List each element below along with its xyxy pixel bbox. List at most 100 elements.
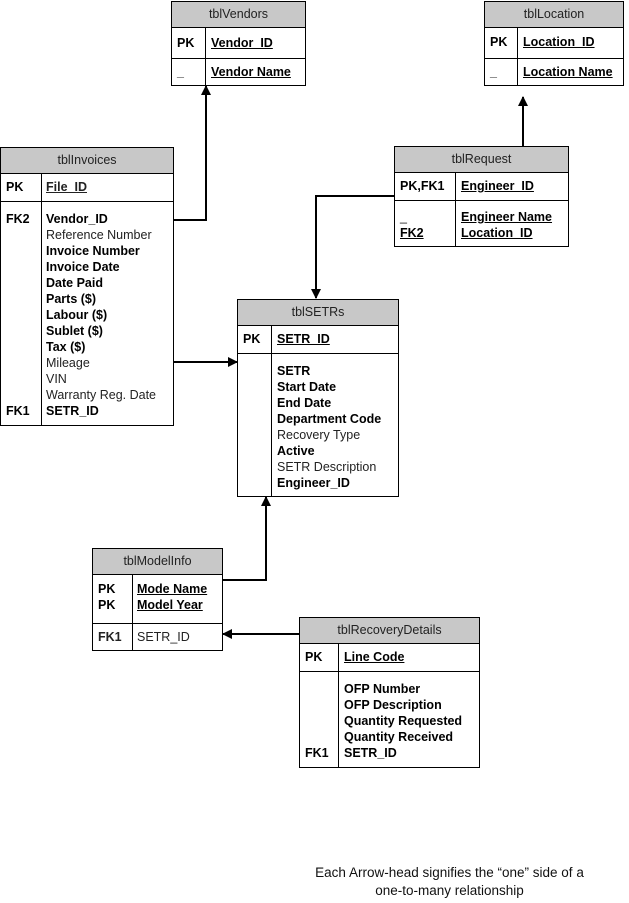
field-setr-id: SETR_ID <box>137 630 190 644</box>
key-label <box>6 307 30 323</box>
field-tax: Tax ($) <box>46 340 86 354</box>
pk-section: PK Line Code <box>300 644 479 671</box>
table-title: tblVendors <box>172 2 305 28</box>
field-location-id: Location_ID <box>461 226 533 240</box>
field-setr-id: SETR_ID <box>344 746 397 760</box>
field-sublet: Sublet ($) <box>46 324 103 338</box>
field-reference-number: Reference Number <box>46 228 152 242</box>
key-label <box>6 323 30 339</box>
key-label: PK <box>6 180 24 194</box>
field-location-id: Location_ID <box>523 35 595 49</box>
field-start-date: Start Date <box>277 380 337 394</box>
field-date-paid: Date Paid <box>46 276 103 290</box>
field-setr-id: SETR_ID <box>46 404 99 418</box>
table-title: tblSETRs <box>238 300 398 326</box>
table-title: tblRecoveryDetails <box>300 618 479 644</box>
field-column: OFP Number OFP Description Quantity Requ… <box>344 681 462 761</box>
field-quantity-requested: Quantity Requested <box>344 714 463 728</box>
table-title: tblInvoices <box>1 148 173 174</box>
connector-invoices-vendors <box>173 85 211 221</box>
field-mileage: Mileage <box>46 356 90 370</box>
key-label: _ <box>177 65 184 79</box>
field-engineer-id: Engineer_ID <box>277 476 350 490</box>
field-invoice-date: Invoice Date <box>46 260 120 274</box>
key-label: PK <box>490 35 508 49</box>
field-model-year: Model Year <box>137 598 203 612</box>
table-vendors[interactable]: tblVendors PK Vendor_ID _ Vendor Name <box>171 1 306 86</box>
field-quantity-received: Quantity Received <box>344 730 454 744</box>
table-request[interactable]: tblRequest PK,FK1 Engineer_ID _ FK2 Engi… <box>394 146 569 247</box>
key-label: FK1 <box>6 404 30 418</box>
diagram-caption: Each Arrow-head signifies the “one” side… <box>270 864 629 900</box>
key-label: PK <box>98 582 116 596</box>
field-column: Engineer Name Location_ID <box>461 209 552 241</box>
table-title: tblModelInfo <box>93 549 222 575</box>
key-label <box>6 355 30 371</box>
key-label: _ <box>400 210 407 224</box>
table-title: tblLocation <box>485 2 623 28</box>
key-label <box>305 713 329 729</box>
key-label <box>6 227 30 243</box>
field-active: Active <box>277 444 315 458</box>
table-location[interactable]: tblLocation PK Location_ID _ Location Na… <box>484 1 624 86</box>
key-label <box>305 697 329 713</box>
field-mode-name: Mode Name <box>137 582 208 596</box>
key-label <box>6 339 30 355</box>
body-section: FK2 FK1 Vendor_ID Reference Number Invoi… <box>1 201 173 425</box>
connector-request-setrs <box>311 195 395 299</box>
key-label: FK1 <box>98 630 122 644</box>
field-end-date: End Date <box>277 396 332 410</box>
field-setr-id: SETR_ID <box>277 332 330 346</box>
field-column: SETR Start Date End Date Department Code… <box>277 363 381 491</box>
key-label <box>305 681 329 697</box>
key-label <box>6 371 30 387</box>
field-engineer-name: Engineer Name <box>461 210 553 224</box>
key-label <box>305 729 329 745</box>
field-setr: SETR <box>277 364 311 378</box>
pk-section: PK SETR_ID <box>238 326 398 353</box>
body-section: FK1 OFP Number OFP Description Quantity … <box>300 671 479 767</box>
key-label: PK <box>177 36 195 50</box>
key-label <box>6 243 30 259</box>
table-invoices[interactable]: tblInvoices PK File_ID FK2 FK1 Vendor_ID… <box>0 147 174 426</box>
key-label <box>6 259 30 275</box>
field-vendor-id: Vendor_ID <box>46 212 108 226</box>
pk-section: PK File_ID <box>1 174 173 201</box>
field-ofp-description: OFP Description <box>344 698 442 712</box>
field-ofp-number: OFP Number <box>344 682 421 696</box>
field-location-name: Location Name <box>523 65 613 79</box>
key-label: PK <box>98 598 116 612</box>
field-setr-description: SETR Description <box>277 460 377 474</box>
field-labour: Labour ($) <box>46 308 108 322</box>
key-column: FK1 <box>305 681 329 761</box>
field-warranty-reg-date: Warranty Reg. Date <box>46 388 156 402</box>
table-recoverydetails[interactable]: tblRecoveryDetails PK Line Code FK1 OFP … <box>299 617 480 768</box>
key-column: PK PK <box>98 581 115 613</box>
body-section: FK1 SETR_ID <box>93 623 222 650</box>
field-vin: VIN <box>46 372 67 386</box>
field-file-id: File_ID <box>46 180 87 194</box>
key-label <box>6 275 30 291</box>
key-label: FK1 <box>305 746 329 760</box>
body-section: _ Vendor Name <box>172 58 305 85</box>
key-column: FK2 FK1 <box>6 211 30 419</box>
pk-section: PK Location_ID <box>485 28 623 58</box>
table-modelinfo[interactable]: tblModelInfo PK PK Mode Name Model Year … <box>92 548 223 651</box>
pk-section: PK,FK1 Engineer_ID <box>395 173 568 200</box>
key-label: FK2 <box>400 226 424 240</box>
field-invoice-number: Invoice Number <box>46 244 140 258</box>
field-department-code: Department Code <box>277 412 382 426</box>
table-setrs[interactable]: tblSETRs PK SETR_ID SETR Start Date End … <box>237 299 399 497</box>
key-label: PK <box>305 650 323 664</box>
connector-modelinfo-setrs <box>222 496 271 581</box>
pk-section: PK Vendor_ID <box>172 28 305 58</box>
field-recovery-type: Recovery Type <box>277 428 361 442</box>
field-line-code: Line Code <box>344 650 405 664</box>
caption-line-1: Each Arrow-head signifies the “one” side… <box>315 865 584 880</box>
key-label <box>6 291 30 307</box>
table-title: tblRequest <box>395 147 568 173</box>
body-section: SETR Start Date End Date Department Code… <box>238 353 398 496</box>
key-label: _ <box>490 65 497 79</box>
key-column: _ FK2 <box>400 209 424 241</box>
